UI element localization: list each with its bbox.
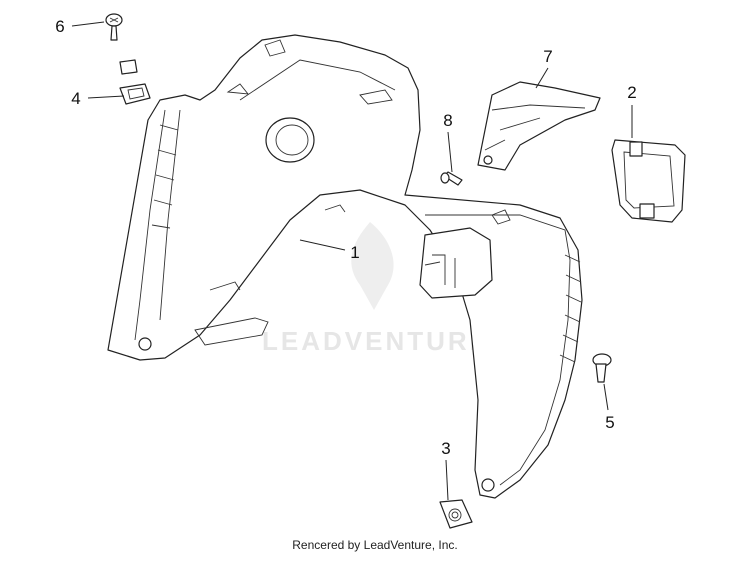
callout-3: 3	[441, 439, 450, 458]
part-screw-6	[105, 13, 123, 41]
watermark: LEADVENTURE	[262, 222, 490, 356]
part-pin-5	[592, 353, 612, 383]
callout-1: 1	[350, 243, 359, 262]
part-screw-8	[440, 171, 463, 186]
part-bracket	[477, 81, 601, 171]
part-inner-panel	[107, 34, 583, 499]
watermark-flame-icon	[351, 222, 394, 310]
footer-credit: Rencered by LeadVenture, Inc.	[292, 538, 458, 552]
part-ring	[611, 139, 686, 223]
callout-4: 4	[71, 89, 80, 108]
part-clip-4	[119, 59, 151, 105]
callout-labels: 6 4 1 2 7 8 5 3	[55, 17, 636, 458]
callout-8: 8	[443, 111, 452, 130]
leader-lines	[71, 21, 633, 501]
watermark-text: LEADVENTURE	[262, 326, 490, 356]
callout-7: 7	[543, 47, 552, 66]
callout-6: 6	[55, 17, 64, 36]
callout-2: 2	[627, 83, 636, 102]
callout-5: 5	[605, 413, 614, 432]
part-clip-3	[439, 499, 473, 529]
